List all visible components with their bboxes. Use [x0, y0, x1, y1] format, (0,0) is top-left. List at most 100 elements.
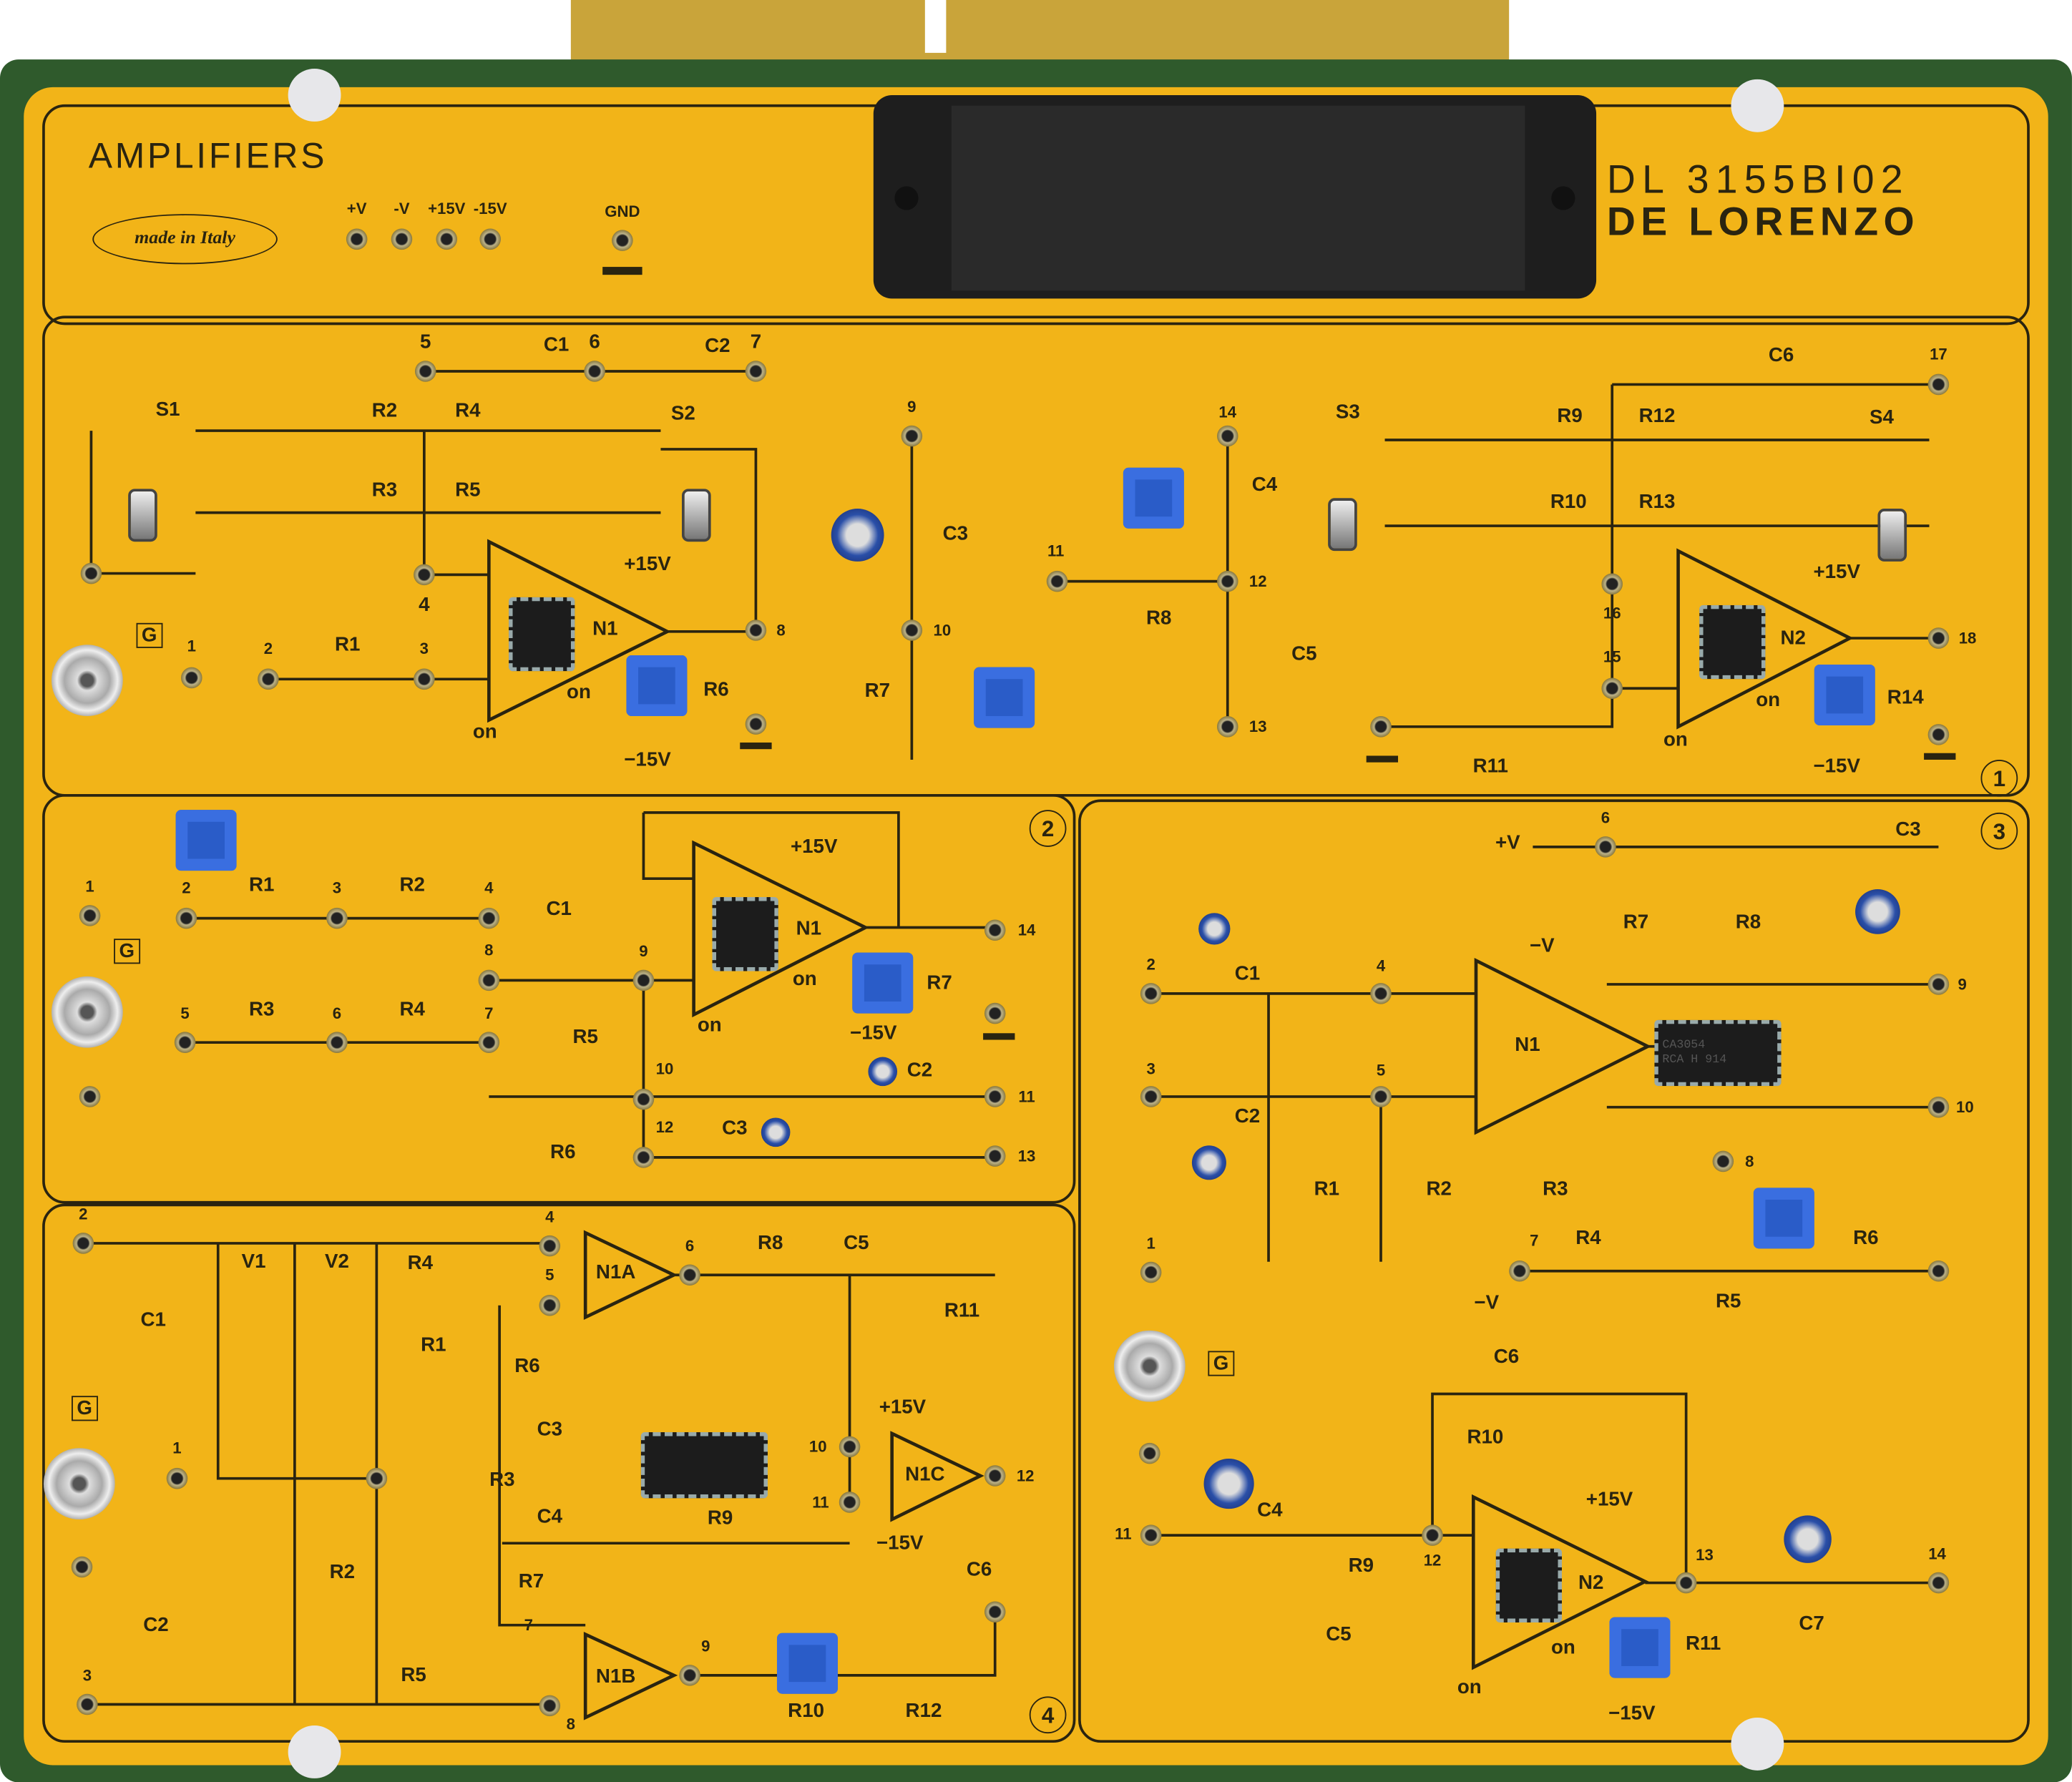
- label-section3: R11: [1685, 1632, 1721, 1655]
- trimmer-potentiometer[interactable]: [776, 1632, 838, 1694]
- banana-jack[interactable]: [1422, 1524, 1443, 1546]
- banana-jack[interactable]: [745, 713, 767, 735]
- bnc-connector[interactable]: [1113, 1330, 1186, 1402]
- banana-jack[interactable]: [478, 907, 500, 929]
- banana-jack[interactable]: [72, 1233, 94, 1254]
- banana-jack[interactable]: [174, 1032, 196, 1053]
- banana-jack[interactable]: [1601, 573, 1623, 595]
- banana-jack[interactable]: [901, 620, 923, 641]
- label-section2: 6: [332, 1004, 342, 1023]
- banana-jack[interactable]: [584, 361, 605, 382]
- banana-jack[interactable]: [1139, 1442, 1160, 1464]
- banana-jack[interactable]: [612, 230, 633, 251]
- banana-jack[interactable]: [1370, 716, 1392, 738]
- banana-jack[interactable]: [632, 1088, 655, 1110]
- banana-jack[interactable]: [1927, 724, 1950, 745]
- banana-jack[interactable]: [391, 228, 413, 250]
- banana-jack[interactable]: [539, 1695, 561, 1717]
- banana-jack[interactable]: [539, 1235, 561, 1257]
- banana-jack[interactable]: [1509, 1260, 1530, 1282]
- banana-jack[interactable]: [984, 1002, 1006, 1024]
- banana-jack[interactable]: [258, 668, 279, 690]
- banana-jack[interactable]: [166, 1467, 188, 1489]
- banana-jack[interactable]: [1927, 1572, 1950, 1594]
- banana-jack[interactable]: [346, 228, 368, 250]
- banana-jack[interactable]: [632, 1147, 655, 1168]
- banana-jack[interactable]: [984, 1465, 1006, 1487]
- banana-jack[interactable]: [326, 1032, 348, 1053]
- banana-jack[interactable]: [181, 667, 202, 689]
- banana-jack[interactable]: [1675, 1572, 1697, 1594]
- banana-jack[interactable]: [1216, 716, 1238, 738]
- banana-jack[interactable]: [478, 969, 500, 992]
- trimmer-potentiometer[interactable]: [974, 667, 1035, 728]
- label-section1: 10: [933, 621, 952, 640]
- banana-jack[interactable]: [1712, 1150, 1734, 1173]
- banana-jack[interactable]: [1216, 425, 1238, 447]
- bnc-connector[interactable]: [52, 976, 123, 1048]
- trimmer-potentiometer[interactable]: [1753, 1188, 1814, 1249]
- label-section1: R12: [1638, 405, 1676, 428]
- banana-jack[interactable]: [1046, 570, 1068, 592]
- trimmer-potentiometer[interactable]: [626, 655, 688, 717]
- banana-jack[interactable]: [679, 1264, 700, 1286]
- trimmer-potentiometer[interactable]: [1123, 467, 1184, 529]
- banana-jack[interactable]: [745, 361, 767, 382]
- banana-jack[interactable]: [539, 1294, 561, 1316]
- banana-jack[interactable]: [839, 1492, 861, 1513]
- banana-jack[interactable]: [984, 919, 1006, 941]
- banana-jack[interactable]: [984, 1086, 1006, 1107]
- banana-jack[interactable]: [71, 1556, 93, 1578]
- toggle-switch[interactable]: [1328, 498, 1357, 552]
- label-section4: R4: [407, 1251, 434, 1275]
- toggle-switch[interactable]: [128, 489, 157, 542]
- toggle-switch[interactable]: [1877, 509, 1907, 562]
- banana-jack[interactable]: [414, 564, 435, 586]
- banana-jack[interactable]: [1927, 974, 1950, 995]
- banana-jack[interactable]: [175, 907, 197, 929]
- banana-jack[interactable]: [1927, 627, 1950, 649]
- banana-jack[interactable]: [901, 425, 923, 447]
- banana-jack[interactable]: [1927, 1096, 1950, 1118]
- banana-jack[interactable]: [79, 1086, 101, 1107]
- banana-jack[interactable]: [77, 1693, 98, 1715]
- banana-jack[interactable]: [984, 1145, 1006, 1167]
- banana-jack[interactable]: [1140, 1524, 1162, 1546]
- banana-jack[interactable]: [1140, 983, 1162, 1004]
- banana-jack[interactable]: [479, 228, 501, 250]
- label-section3: 2: [1146, 955, 1155, 974]
- banana-jack[interactable]: [80, 562, 102, 584]
- label-section1: 3: [419, 639, 429, 658]
- bnc-connector[interactable]: [43, 1448, 115, 1519]
- label-section4: R11: [944, 1299, 980, 1322]
- banana-jack[interactable]: [745, 620, 767, 641]
- label-section1: R1: [335, 633, 361, 656]
- banana-jack[interactable]: [436, 228, 458, 250]
- banana-jack[interactable]: [1370, 1086, 1392, 1107]
- bnc-connector[interactable]: [52, 645, 123, 717]
- banana-jack[interactable]: [478, 1032, 500, 1053]
- banana-jack[interactable]: [1601, 677, 1623, 700]
- banana-jack[interactable]: [366, 1467, 388, 1489]
- banana-jack[interactable]: [1216, 570, 1238, 592]
- trimmer-potentiometer[interactable]: [852, 952, 914, 1014]
- banana-jack[interactable]: [839, 1436, 861, 1458]
- toggle-switch[interactable]: [682, 489, 711, 542]
- banana-jack[interactable]: [1140, 1261, 1162, 1283]
- banana-jack[interactable]: [679, 1665, 700, 1686]
- banana-jack[interactable]: [984, 1601, 1006, 1622]
- banana-jack[interactable]: [632, 969, 655, 992]
- banana-jack[interactable]: [1370, 983, 1392, 1004]
- trimmer-potentiometer[interactable]: [175, 810, 237, 871]
- banana-jack[interactable]: [414, 668, 435, 690]
- banana-jack[interactable]: [1140, 1086, 1162, 1107]
- trimmer-potentiometer[interactable]: [1814, 664, 1875, 725]
- banana-jack[interactable]: [326, 907, 348, 929]
- banana-jack[interactable]: [1927, 1260, 1950, 1282]
- banana-jack[interactable]: [79, 905, 101, 926]
- banana-jack[interactable]: [1927, 373, 1950, 396]
- banana-jack[interactable]: [414, 361, 436, 382]
- banana-jack[interactable]: [1595, 836, 1616, 858]
- trimmer-potentiometer[interactable]: [1609, 1617, 1671, 1678]
- label-section2: −15V: [850, 1022, 897, 1044]
